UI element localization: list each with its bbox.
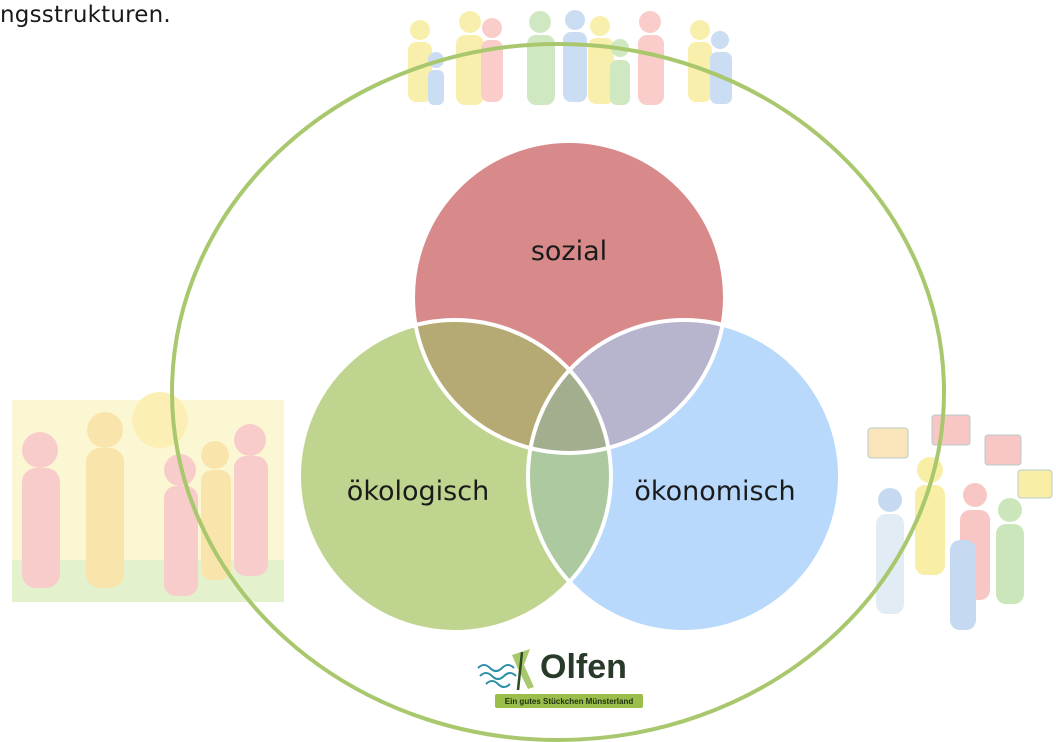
label-oekonomisch: ökonomisch xyxy=(634,476,795,507)
label-oekologisch: ökologisch xyxy=(347,476,489,507)
olfen-logo: Olfen Ein gutes Stückchen Münsterland xyxy=(477,648,643,708)
logo-tagline: Ein gutes Stückchen Münsterland xyxy=(505,697,634,706)
logo-name: Olfen xyxy=(540,648,627,686)
people-sun-icon xyxy=(12,392,284,602)
header-text: ngsstrukturen. xyxy=(0,2,171,28)
outer-ring xyxy=(170,42,946,742)
people-speech-bubbles-icon xyxy=(867,414,1053,630)
circle-outlines xyxy=(297,139,842,634)
wave-bird-logo-icon xyxy=(477,649,534,691)
logo-tagline-bar xyxy=(495,694,643,708)
label-sozial: sozial xyxy=(531,236,607,267)
overlap-sozial-oekologisch xyxy=(413,320,611,453)
overlap-sozial-oekonomisch xyxy=(528,320,725,453)
